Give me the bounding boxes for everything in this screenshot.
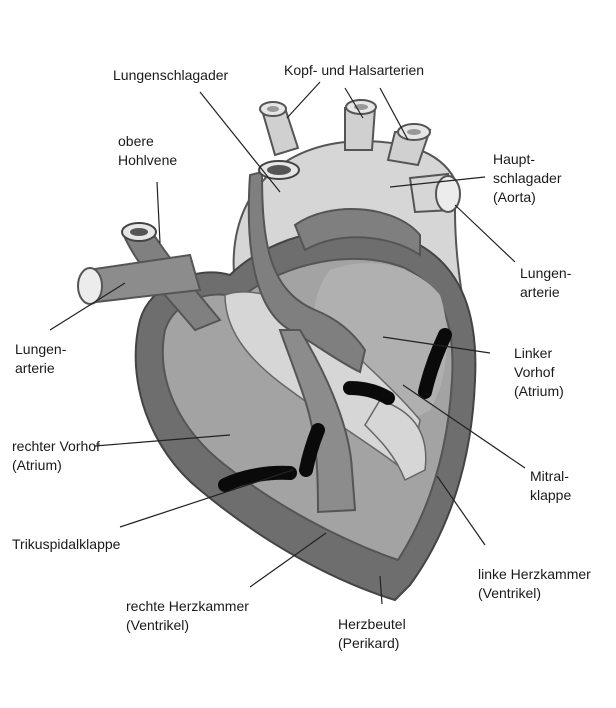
label-lungenarterie-links: Lungen- arterie bbox=[15, 341, 67, 376]
label-linke-herzkammer: linke Herzkammer (Ventrikel) bbox=[478, 566, 591, 601]
mitral-region bbox=[364, 399, 427, 482]
lungenschlagader-tube bbox=[247, 160, 421, 374]
label-lungenschlagader: Lungenschlagader bbox=[113, 67, 229, 83]
label-mitralklappe: Mitral- klappe bbox=[530, 468, 572, 503]
label-aorta: Haupt- schlagader (Aorta) bbox=[493, 151, 562, 205]
label-linker-vorhof: Linker Vorhof (Atrium) bbox=[514, 345, 564, 399]
septum-gefaess bbox=[278, 329, 357, 514]
label-obere-hohlvene: obere Hohlvene bbox=[118, 133, 178, 168]
label-trikuspidalklappe: Trikuspidalklappe bbox=[12, 536, 121, 552]
label-kopf-halsarterien: Kopf- und Halsarterien bbox=[284, 62, 425, 78]
leader-lines bbox=[49, 81, 526, 605]
label-herzbeutel: Herzbeutel (Perikard) bbox=[338, 616, 406, 651]
label-lungenarterie-rechts: Lungen- arterie bbox=[520, 265, 572, 300]
label-rechte-herzkammer: rechte Herzkammer (Ventrikel) bbox=[126, 598, 249, 633]
label-rechter-vorhof: rechter Vorhof (Atrium) bbox=[12, 438, 100, 473]
lungenarterie-links-tube bbox=[77, 253, 202, 305]
